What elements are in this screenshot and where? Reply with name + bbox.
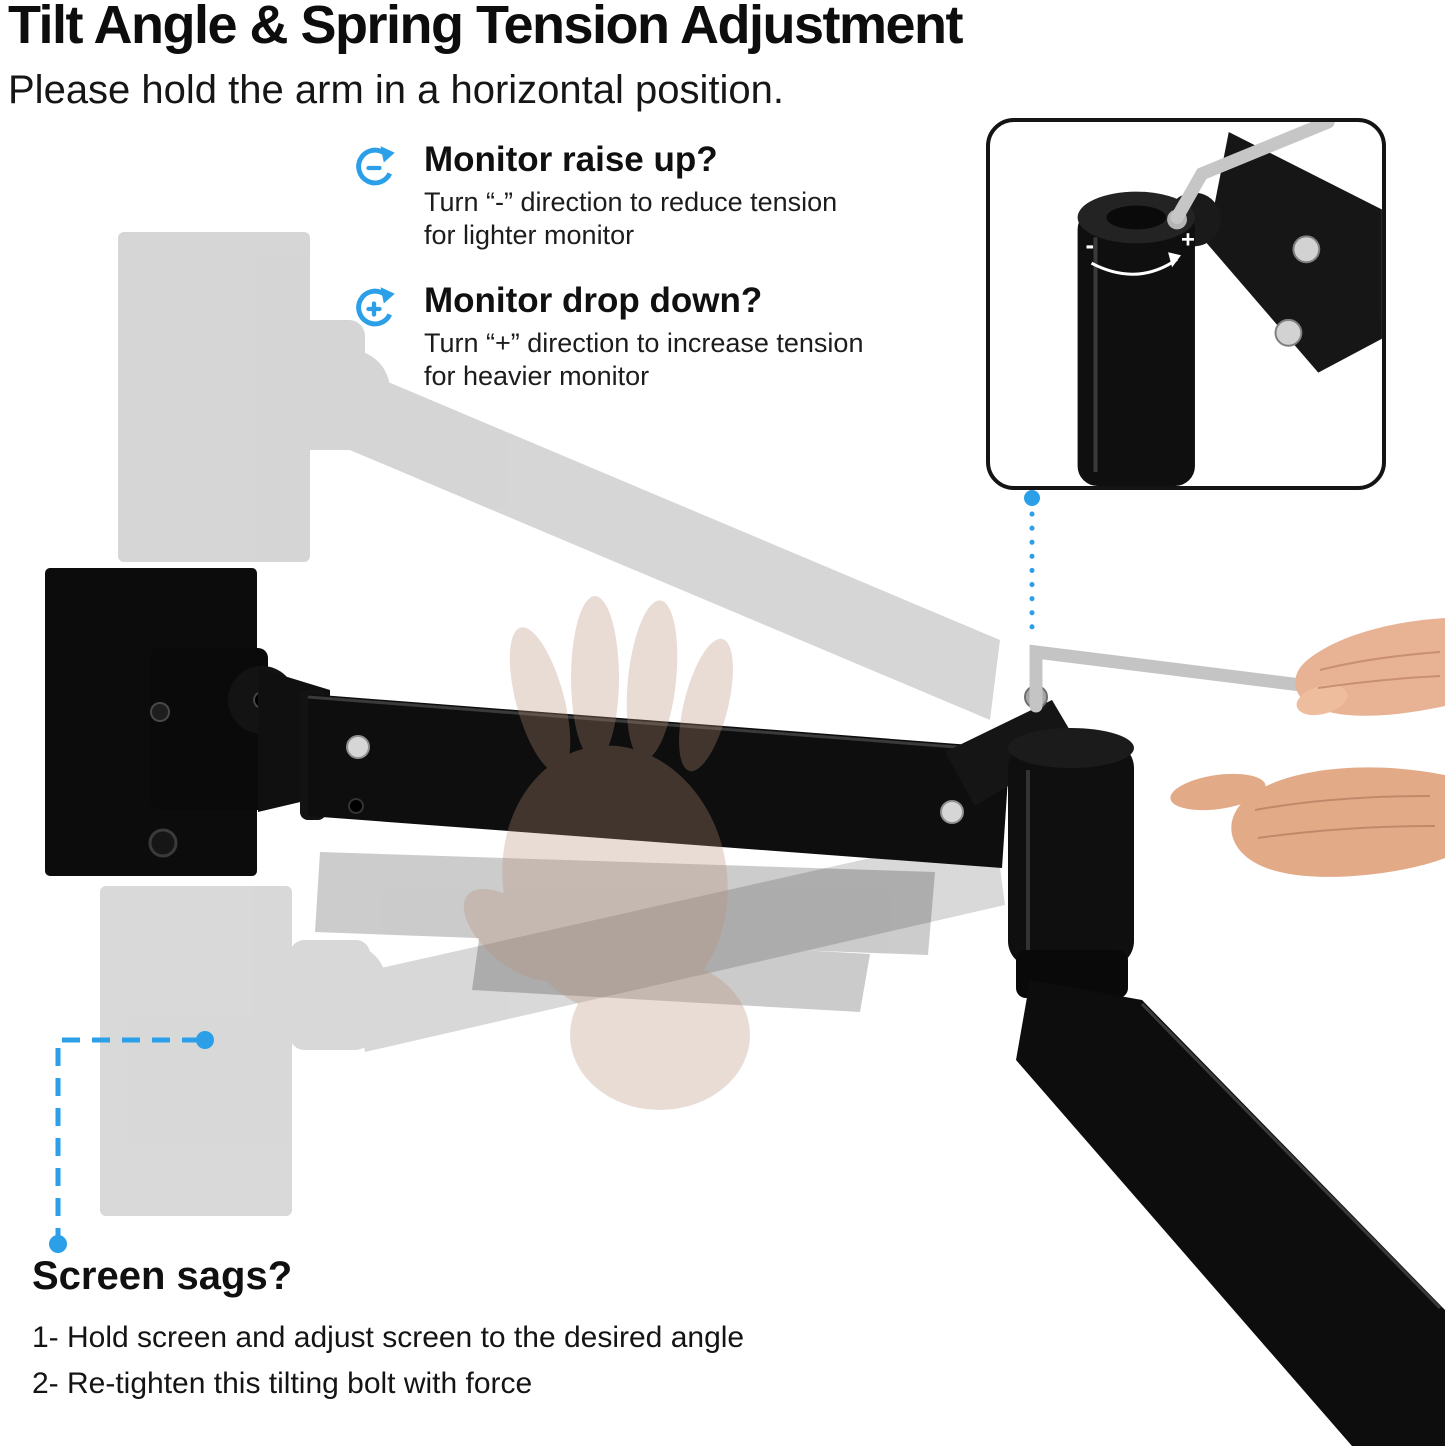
ghost-arm-lowered (100, 830, 1005, 1216)
instruction-text: Monitor raise up? Turn “-” direction to … (424, 140, 837, 253)
wall-plate (45, 568, 330, 876)
screen-sags-step-1: 1- Hold screen and adjust screen to the … (32, 1321, 745, 1354)
callout-line-tilting-bolt (49, 1031, 214, 1253)
instruction-heading: Monitor raise up? (424, 140, 718, 179)
callout-line-inset (1024, 490, 1040, 635)
minus-mark: - (1086, 231, 1095, 259)
bracket-screw (1274, 318, 1303, 347)
rotate-minus-icon (356, 146, 395, 186)
instruction-line: Turn “-” direction to reduce tension (424, 187, 838, 217)
instruction-raise-up: Monitor raise up? Turn “-” direction to … (350, 140, 863, 253)
bracket-screw (1292, 235, 1321, 264)
ghost-arm-mid (315, 852, 935, 1012)
hand-right-upper (1295, 618, 1445, 716)
tension-direction-marks: - + (1086, 226, 1195, 276)
tension-bolt-closeup-inset: - + (986, 118, 1386, 490)
screen-sags-section: Screen sags? 1- Hold screen and adjust s… (32, 1254, 744, 1413)
lower-arm (1016, 980, 1445, 1446)
arm-screw (346, 735, 370, 759)
page-title: Tilt Angle & Spring Tension Adjustment (8, 0, 964, 55)
rotate-plus-icon (356, 287, 395, 327)
plate-bolt (148, 828, 178, 858)
instruction-line: for lighter monitor (424, 220, 635, 251)
instruction-drop-down: Monitor drop down? Turn “+” direction to… (350, 281, 863, 394)
instruction-line: for heavier monitor (424, 361, 650, 392)
tension-instructions: Monitor raise up? Turn “-” direction to … (350, 140, 863, 394)
screen-sags-heading: Screen sags? (32, 1254, 293, 1298)
instruction-heading: Monitor drop down? (424, 280, 763, 320)
ghost-arm-raised (118, 232, 1000, 720)
closeup-cylinder (1077, 191, 1195, 486)
hand-right-lower (1170, 767, 1445, 877)
screen-sags-step-2: 2- Re-tighten this tilting bolt with for… (32, 1367, 533, 1400)
joint-closeup-illustration: - + (1077, 122, 1382, 486)
page-subtitle: Please hold the arm in a horizontal posi… (8, 68, 785, 112)
arm-screw (940, 800, 964, 824)
plus-mark: + (1181, 226, 1195, 253)
ghost-hand (463, 596, 750, 1110)
hex-key (1024, 644, 1332, 713)
upper-arm (300, 690, 1010, 868)
instruction-line: Turn “+” direction to increase tension (424, 327, 864, 358)
instruction-text: Monitor drop down? Turn “+” direction to… (424, 281, 863, 394)
closeup-hex-key (1167, 122, 1335, 230)
